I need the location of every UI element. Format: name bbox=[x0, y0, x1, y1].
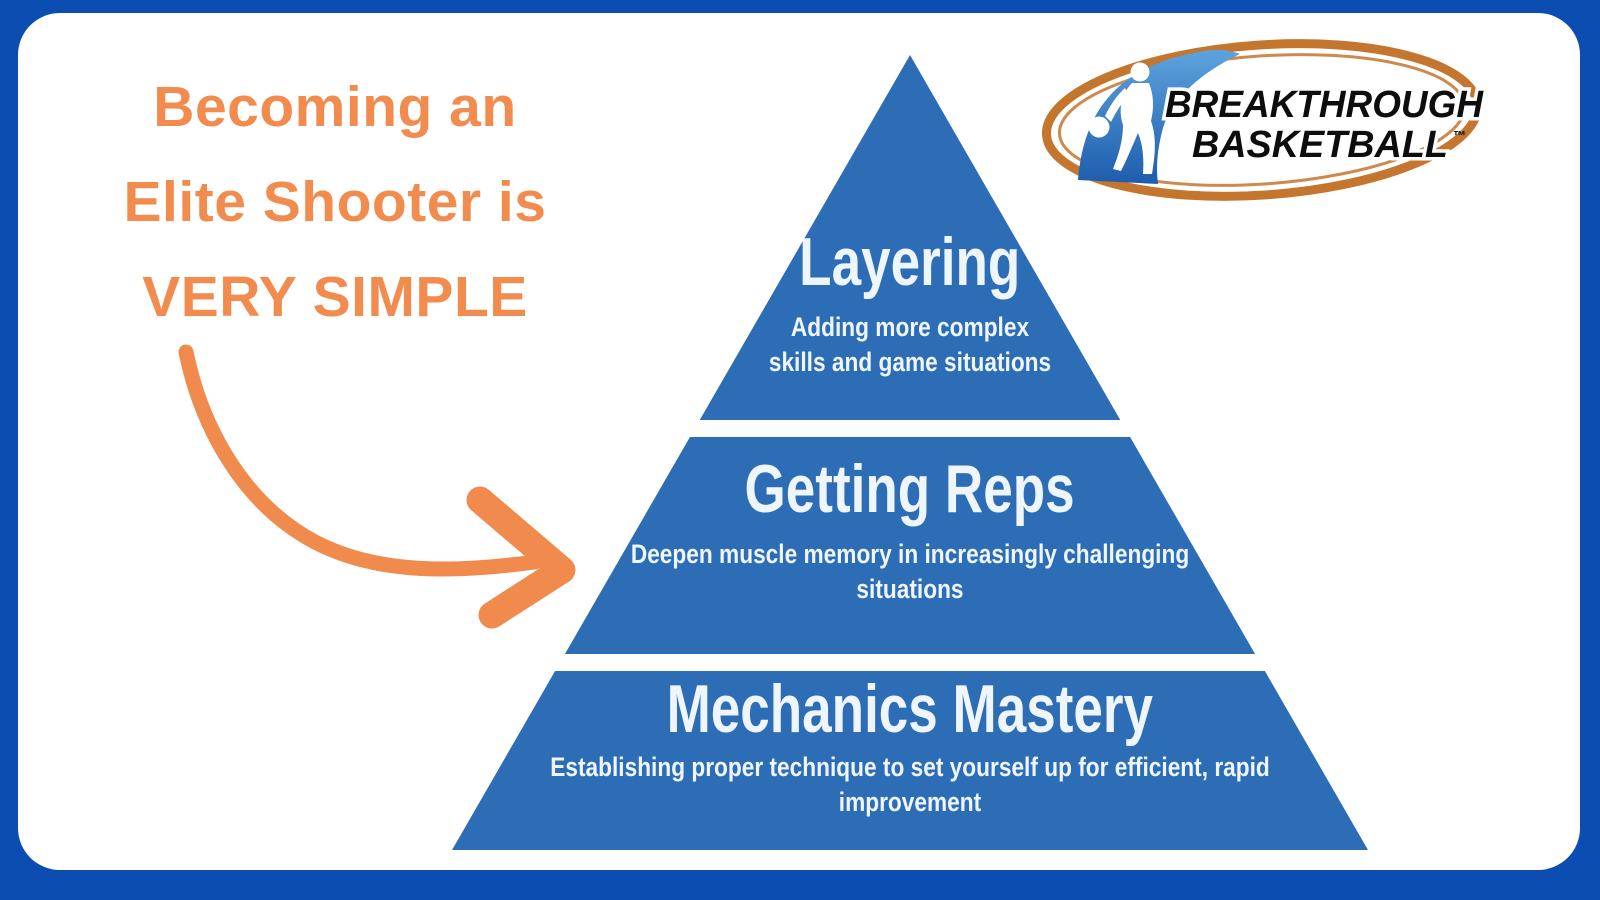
logo-ring-icon bbox=[1041, 39, 1483, 201]
arrow-head bbox=[466, 486, 576, 629]
logo-inner-ring-icon bbox=[1057, 53, 1467, 187]
pyramid-diagram: Layering Adding more complex skills and … bbox=[448, 55, 1372, 850]
tier-3-subtitle: Establishing proper technique to set you… bbox=[550, 752, 1270, 817]
logo-text-line-1: BREAKTHROUGH bbox=[1165, 84, 1485, 126]
logo-text-line-2: BASKETBALL bbox=[1192, 124, 1448, 166]
curved-arrow-icon bbox=[178, 344, 576, 629]
tier-divider-2 bbox=[448, 654, 1372, 671]
breakthrough-basketball-logo: BREAKTHROUGH BASKETBALL ™ bbox=[1041, 39, 1488, 201]
basketball-player-icon bbox=[1088, 62, 1155, 174]
logo-trademark: ™ bbox=[1453, 128, 1466, 143]
tier-divider-1 bbox=[448, 420, 1372, 437]
tier-1-title: Layering bbox=[799, 224, 1021, 300]
arrow-shaft bbox=[178, 344, 543, 577]
headline-line-3: VERY SIMPLE bbox=[142, 265, 528, 329]
tier-1-subtitle: Adding more complex skills and game situ… bbox=[768, 312, 1052, 377]
tier-3-title: Mechanics Mastery bbox=[666, 671, 1154, 747]
headline: Becoming an Elite Shooter is VERY SIMPLE bbox=[70, 60, 600, 345]
headline-line-1: Becoming an bbox=[153, 75, 517, 139]
tier-2-subtitle: Deepen muscle memory in increasingly cha… bbox=[630, 539, 1190, 604]
headline-line-2: Elite Shooter is bbox=[123, 170, 547, 234]
logo-swoosh-icon bbox=[1078, 49, 1240, 185]
tier-2-title: Getting Reps bbox=[744, 451, 1076, 527]
